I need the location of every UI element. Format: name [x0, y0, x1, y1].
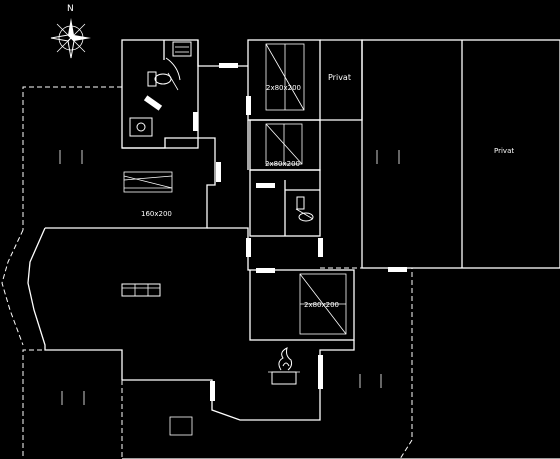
fireplace-icon — [268, 347, 300, 385]
terrace-large-label: Privat — [494, 147, 514, 155]
living-area — [27, 120, 560, 459]
sofa-icon — [121, 283, 161, 297]
sauna-stove-icon — [165, 41, 192, 81]
bed-top-label: 2x80x200 — [266, 84, 301, 92]
doors — [193, 63, 407, 401]
shower-icon — [129, 95, 163, 137]
terrace-large: Privat — [361, 39, 560, 269]
toilet-icon — [147, 71, 179, 91]
toilet-icon-2 — [295, 196, 314, 222]
bed-bottom-label: 2x80x200 — [304, 301, 339, 309]
terrace-small: Privat — [320, 39, 363, 121]
compass-rose-icon: N — [50, 4, 91, 59]
room-bed-mid: 2x80x200 — [249, 119, 321, 171]
bunk-left-label: 160x200 — [141, 210, 172, 218]
room-left-block: 160x200 — [121, 39, 248, 229]
bed-mid-label: 2x80x200 — [265, 160, 300, 168]
terrace-outline — [1, 86, 560, 459]
room-bed-bottom: 2x80x200 — [249, 269, 355, 341]
room-bed-top: 2x80x200 — [247, 39, 321, 121]
compass-north-label: N — [67, 4, 74, 14]
terrace-small-label: Privat — [328, 73, 351, 82]
room-bath-center — [249, 169, 321, 237]
